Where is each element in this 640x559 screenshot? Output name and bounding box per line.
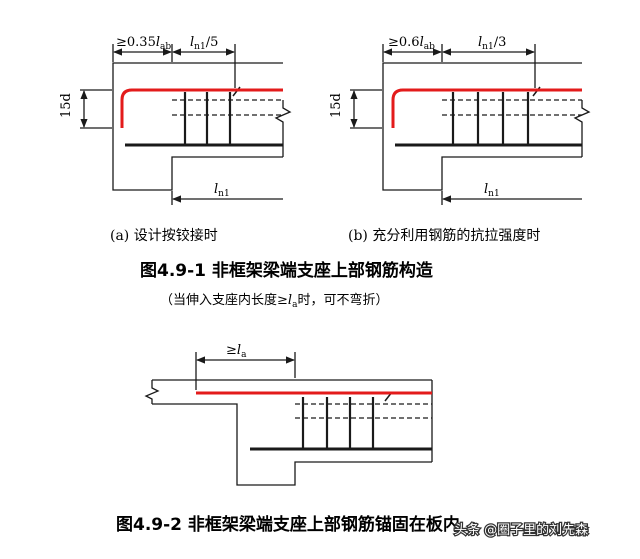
figure-b-hook-dim-label: 15d xyxy=(329,93,344,118)
figure-b-dim-left-label: ≥0.6lab xyxy=(388,35,435,52)
figure-b-dim-right-label: ln1/3 xyxy=(478,35,506,52)
figure-a xyxy=(80,44,292,205)
figure-491-note: （当伸入支座内长度≥la时，可不弯折） xyxy=(160,292,388,310)
figure-a-hook-dim-label: 15d xyxy=(59,93,74,118)
figure-491-title: 图4.9-1 非框架梁端支座上部钢筋构造 xyxy=(140,260,434,281)
figure-a-dim-left-label: ≥0.35lab xyxy=(116,35,171,52)
figure-a-break-mark xyxy=(274,100,292,157)
figure-a-bottom-dim-label: ln1 xyxy=(214,182,230,199)
watermark: 头条 @圈子里的刘先森 xyxy=(454,522,588,538)
figure-b-support-outline xyxy=(382,62,582,191)
figure-c-break-mark-left xyxy=(144,380,160,404)
figure-a-top-rebar xyxy=(120,88,283,128)
figure-a-caption: (a) 设计按铰接时 xyxy=(110,227,218,244)
figure-b xyxy=(350,44,591,205)
figure-a-dim-right-label: ln1/5 xyxy=(190,35,218,52)
figure-b-break-mark xyxy=(573,100,591,157)
figure-b-top-rebar xyxy=(391,88,582,128)
figure-c-slab-beam-outline xyxy=(152,403,432,486)
figure-c-dim-label: ≥la xyxy=(226,343,247,360)
figure-b-bottom-dim-label: ln1 xyxy=(484,182,500,199)
figure-492-title: 图4.9-2 非框架梁端支座上部钢筋锚固在板内 xyxy=(116,514,460,535)
figure-c xyxy=(144,352,433,486)
figure-b-caption: (b) 充分利用钢筋的抗拉强度时 xyxy=(348,227,540,244)
figure-a-support-outline xyxy=(112,62,283,191)
